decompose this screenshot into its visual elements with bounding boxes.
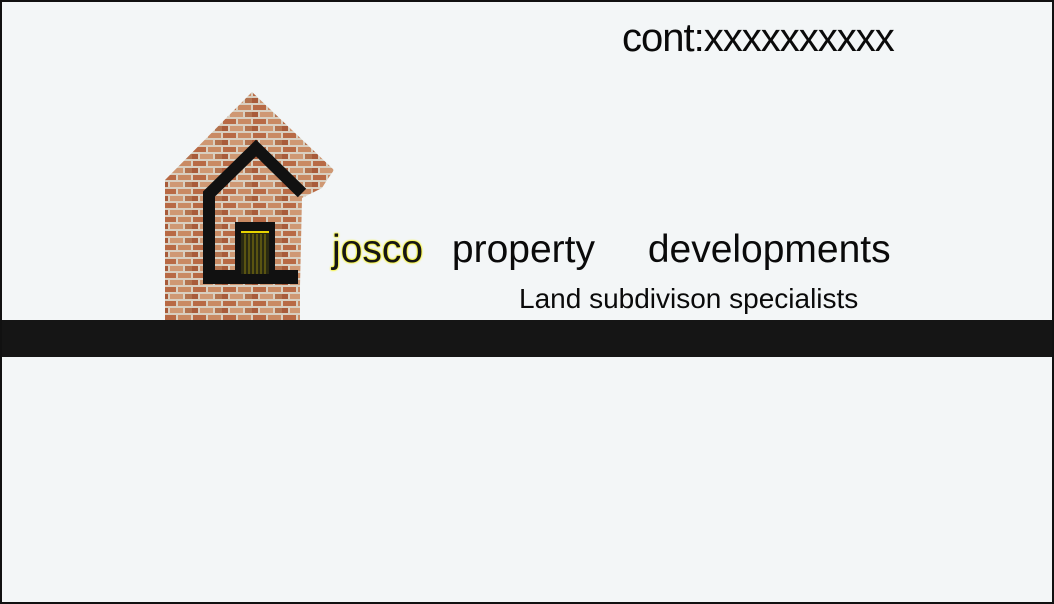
tagline: Land subdivison specialists (519, 283, 859, 314)
company-name: josco property developments (332, 228, 891, 272)
brick-house-icon (165, 92, 334, 322)
contact-number: cont:xxxxxxxxxx (622, 16, 895, 60)
divider-band (2, 320, 1052, 357)
brand-word-property: property (451, 228, 595, 271)
brand-word-developments: developments (647, 228, 891, 271)
brand-name: josco (332, 228, 424, 271)
